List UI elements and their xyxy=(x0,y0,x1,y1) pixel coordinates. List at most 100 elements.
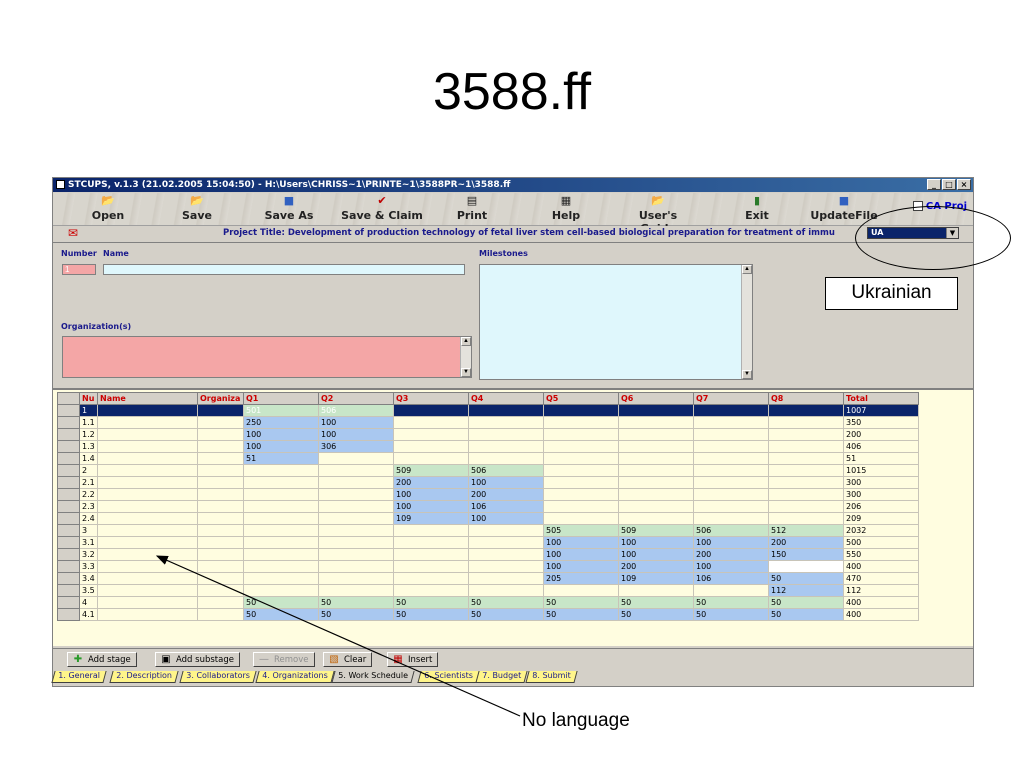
stage-number-cell[interactable]: 3.3 xyxy=(79,560,98,573)
table-cell[interactable] xyxy=(693,584,769,597)
table-cell[interactable] xyxy=(197,440,244,453)
total-cell[interactable]: 300 xyxy=(843,488,919,501)
table-cell[interactable] xyxy=(197,596,244,609)
column-header[interactable]: Q6 xyxy=(618,392,694,405)
table-cell[interactable]: 50 xyxy=(243,596,319,609)
open-button[interactable]: 📂 Open xyxy=(91,194,125,222)
table-cell[interactable]: 100 xyxy=(243,440,319,453)
clear-button[interactable]: ▧Clear xyxy=(323,652,373,667)
table-cell[interactable]: 50 xyxy=(318,596,394,609)
table-cell[interactable] xyxy=(468,428,544,441)
table-cell[interactable] xyxy=(97,476,198,489)
table-cell[interactable]: 100 xyxy=(543,548,619,561)
table-cell[interactable] xyxy=(97,428,198,441)
table-cell[interactable] xyxy=(393,416,469,429)
table-cell[interactable]: 200 xyxy=(693,548,769,561)
table-cell[interactable] xyxy=(468,416,544,429)
total-cell[interactable]: 500 xyxy=(843,536,919,549)
add-substage-button[interactable]: ▣Add substage xyxy=(155,652,240,667)
table-cell[interactable] xyxy=(393,428,469,441)
total-cell[interactable]: 2032 xyxy=(843,524,919,537)
table-cell[interactable] xyxy=(768,500,844,513)
stage-number-cell[interactable]: 3.5 xyxy=(79,584,98,597)
table-cell[interactable]: 100 xyxy=(618,548,694,561)
table-cell[interactable]: 50 xyxy=(393,596,469,609)
table-cell[interactable] xyxy=(197,536,244,549)
stage-number-cell[interactable]: 1.2 xyxy=(79,428,98,441)
table-cell[interactable] xyxy=(197,548,244,561)
remove-button[interactable]: —Remove xyxy=(253,652,315,667)
table-cell[interactable] xyxy=(543,428,619,441)
tab-scientists[interactable]: 6. Scientists xyxy=(417,671,480,683)
stage-number-cell[interactable]: 1.4 xyxy=(79,452,98,465)
row-header[interactable] xyxy=(57,560,80,573)
table-cell[interactable]: 50 xyxy=(393,608,469,621)
total-cell[interactable]: 112 xyxy=(843,584,919,597)
row-header[interactable] xyxy=(57,440,80,453)
total-cell[interactable]: 400 xyxy=(843,596,919,609)
table-cell[interactable] xyxy=(618,464,694,477)
table-cell[interactable]: 50 xyxy=(768,608,844,621)
organizations-scrollbar[interactable]: ▲ ▼ xyxy=(460,337,471,377)
table-cell[interactable] xyxy=(393,584,469,597)
table-cell[interactable] xyxy=(97,500,198,513)
table-cell[interactable] xyxy=(393,524,469,537)
total-cell[interactable]: 206 xyxy=(843,500,919,513)
table-cell[interactable]: 506 xyxy=(468,464,544,477)
tab-collaborators[interactable]: 3. Collaborators xyxy=(179,671,257,683)
milestones-field[interactable]: ▲ ▼ xyxy=(479,264,753,380)
table-cell[interactable]: 51 xyxy=(243,452,319,465)
table-cell[interactable]: 50 xyxy=(693,608,769,621)
table-cell[interactable] xyxy=(97,536,198,549)
table-cell[interactable] xyxy=(768,440,844,453)
scroll-up-icon[interactable]: ▲ xyxy=(461,337,471,346)
table-cell[interactable]: 50 xyxy=(243,608,319,621)
project-icon[interactable]: ✉ xyxy=(68,226,79,240)
row-header[interactable] xyxy=(57,584,80,597)
table-cell[interactable] xyxy=(243,560,319,573)
help-button[interactable]: ▦ Help xyxy=(551,194,581,222)
table-cell[interactable] xyxy=(97,560,198,573)
table-cell[interactable] xyxy=(618,452,694,465)
column-header[interactable]: Q2 xyxy=(318,392,394,405)
table-cell[interactable] xyxy=(318,548,394,561)
row-header[interactable] xyxy=(57,452,80,465)
table-cell[interactable] xyxy=(197,500,244,513)
table-cell[interactable] xyxy=(543,452,619,465)
save-claim-button[interactable]: ✔ Save & Claim xyxy=(341,194,423,222)
table-cell[interactable] xyxy=(768,512,844,525)
table-cell[interactable] xyxy=(768,488,844,501)
table-cell[interactable] xyxy=(693,500,769,513)
stage-number-cell[interactable]: 3.1 xyxy=(79,536,98,549)
tab-description[interactable]: 2. Description xyxy=(109,671,179,683)
table-cell[interactable] xyxy=(468,572,544,585)
column-header[interactable]: Q5 xyxy=(543,392,619,405)
table-cell[interactable]: 506 xyxy=(693,524,769,537)
table-cell[interactable] xyxy=(768,452,844,465)
table-cell[interactable]: 100 xyxy=(543,536,619,549)
table-cell[interactable] xyxy=(318,560,394,573)
stage-number-cell[interactable]: 2.4 xyxy=(79,512,98,525)
table-cell[interactable] xyxy=(618,476,694,489)
table-cell[interactable] xyxy=(468,440,544,453)
table-cell[interactable] xyxy=(243,500,319,513)
table-cell[interactable] xyxy=(543,488,619,501)
table-cell[interactable] xyxy=(618,440,694,453)
table-cell[interactable]: 100 xyxy=(468,476,544,489)
table-cell[interactable] xyxy=(97,440,198,453)
table-cell[interactable]: 100 xyxy=(318,428,394,441)
save-button[interactable]: 📂 Save xyxy=(182,194,212,222)
column-header[interactable]: Q8 xyxy=(768,392,844,405)
table-cell[interactable] xyxy=(693,476,769,489)
total-cell[interactable]: 1007 xyxy=(843,404,919,417)
table-cell[interactable] xyxy=(243,584,319,597)
table-cell[interactable] xyxy=(97,404,198,417)
milestones-scrollbar[interactable]: ▲ ▼ xyxy=(741,265,752,379)
table-cell[interactable] xyxy=(468,524,544,537)
